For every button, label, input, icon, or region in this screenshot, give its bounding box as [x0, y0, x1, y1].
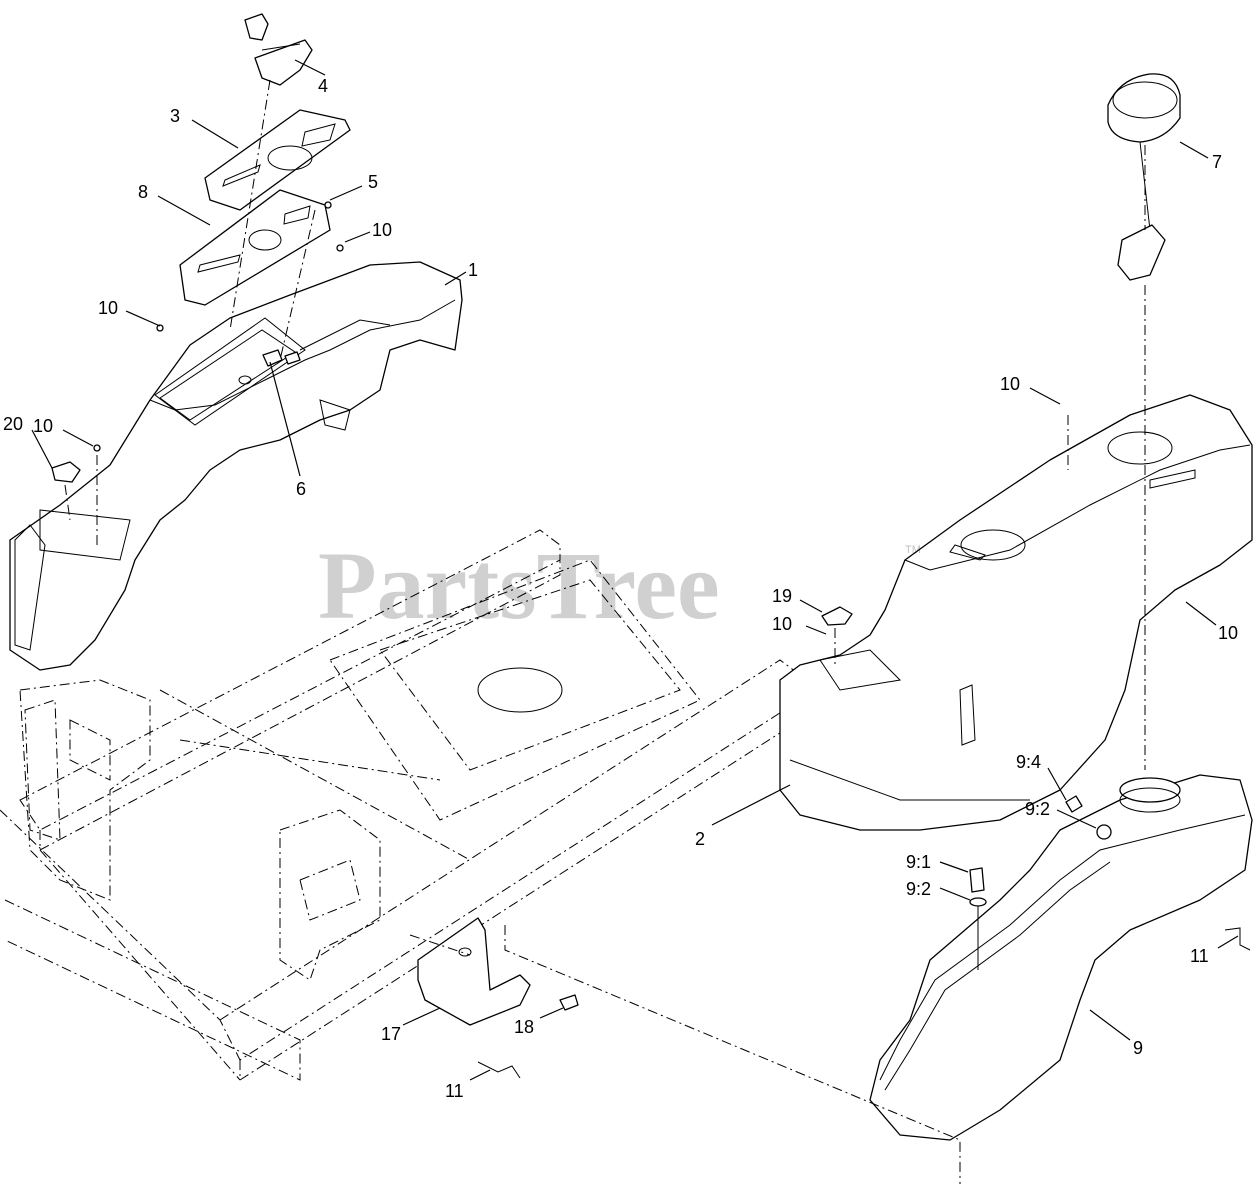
part-18-bolt	[559, 994, 579, 1011]
part-17-heat-shield	[417, 917, 531, 1026]
callout-5: 5	[368, 172, 378, 192]
callout-9-1: 9:1	[906, 852, 931, 872]
callout-2: 2	[695, 829, 705, 849]
callout-7: 7	[1212, 152, 1222, 172]
part-9-1-fuel-gauge	[969, 867, 987, 970]
part-3-decal	[204, 109, 351, 211]
callout-10: 10	[1218, 623, 1238, 643]
callout-10: 10	[372, 220, 392, 240]
part-6-clip	[262, 349, 301, 367]
callout-9-2: 9:2	[1025, 799, 1050, 819]
frame-chassis	[0, 529, 801, 1081]
callout-19: 19	[772, 586, 792, 606]
part-4-throttle-control	[244, 13, 313, 86]
callout-9-4: 9:4	[1016, 752, 1041, 772]
part-9-fuel-tank	[869, 774, 1253, 1141]
callout-20: 20	[3, 414, 23, 434]
callout-10: 10	[98, 298, 118, 318]
part-19-plug	[821, 606, 853, 626]
left-mount-bracket	[19, 679, 151, 901]
part-20-plug	[51, 461, 81, 483]
part-7-fuel-cap	[1107, 73, 1181, 281]
callout-1: 1	[468, 260, 478, 280]
callout-3: 3	[170, 106, 180, 126]
assembly-lines	[64, 79, 1146, 1184]
callout-10: 10	[1000, 374, 1020, 394]
callout-6: 6	[296, 479, 306, 499]
callout-17: 17	[381, 1024, 401, 1044]
part-9-4-fitting	[1065, 795, 1083, 813]
rear-mount-bracket	[279, 809, 381, 981]
callout-10: 10	[33, 416, 53, 436]
callout-8: 8	[138, 182, 148, 202]
callout-11: 11	[445, 1081, 464, 1101]
callout-4: 4	[318, 76, 328, 96]
part-11-clip	[477, 927, 1251, 1079]
callout-9-2: 9:2	[906, 879, 931, 899]
callout-11: 11	[1190, 946, 1209, 966]
watermark-trademark: TM	[905, 544, 921, 556]
callout-labels: 4 3 8 5 10 1 10 10 20 6 7 10 19 10 10 2 …	[3, 76, 1238, 1101]
leader-lines	[31, 59, 1239, 1081]
callout-18: 18	[514, 1017, 534, 1037]
part-8-panel	[179, 189, 331, 306]
callout-10: 10	[772, 614, 792, 634]
callout-9: 9	[1133, 1038, 1143, 1058]
fastener-screws-left	[93, 201, 344, 452]
part-2-right-fender	[779, 394, 1253, 831]
watermark-text: PartsTree	[318, 532, 720, 639]
